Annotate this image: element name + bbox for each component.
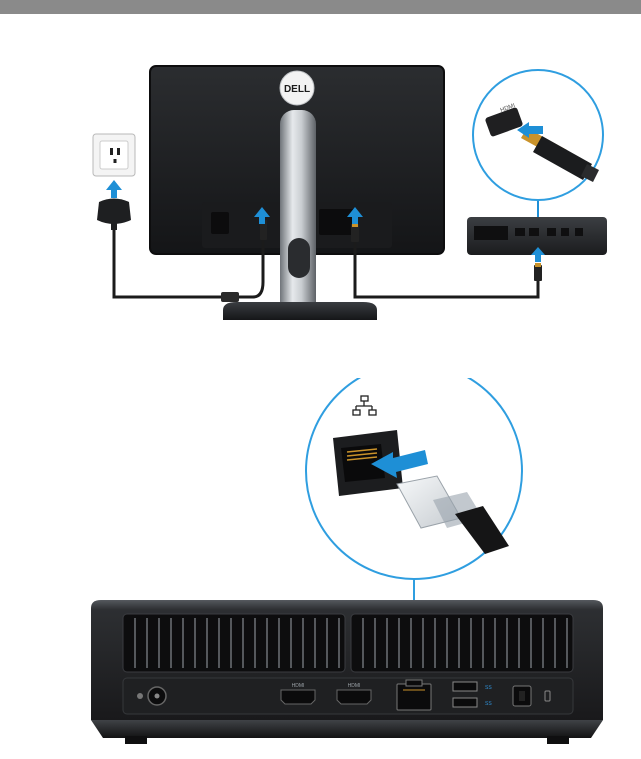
power-plug xyxy=(97,199,131,231)
svg-text:HDMI: HDMI xyxy=(292,683,305,689)
vent-right xyxy=(351,614,573,672)
optical-audio-port-icon xyxy=(513,686,531,706)
ethernet-port-icon xyxy=(397,680,431,710)
vent-left xyxy=(123,614,345,672)
power-brick xyxy=(221,292,239,302)
network-connection-illustration: HDMI HDMI SS SS xyxy=(85,378,609,756)
header-bar xyxy=(0,0,641,14)
dell-logo: DELL xyxy=(280,71,314,105)
up-arrow-icon xyxy=(106,180,122,198)
wall-outlet xyxy=(93,134,135,176)
svg-text:DELL: DELL xyxy=(284,84,310,95)
hdmi-zoom-callout: HDMI xyxy=(473,70,603,200)
ethernet-zoom-callout xyxy=(306,378,522,579)
hdmi-plug xyxy=(534,265,542,281)
monitor-connection-illustration: DELL xyxy=(87,52,617,334)
mini-pc-back: HDMI HDMI SS SS xyxy=(91,600,603,744)
svg-text:HDMI: HDMI xyxy=(348,683,361,689)
svg-text:SS: SS xyxy=(485,685,492,691)
svg-text:SS: SS xyxy=(485,701,492,707)
